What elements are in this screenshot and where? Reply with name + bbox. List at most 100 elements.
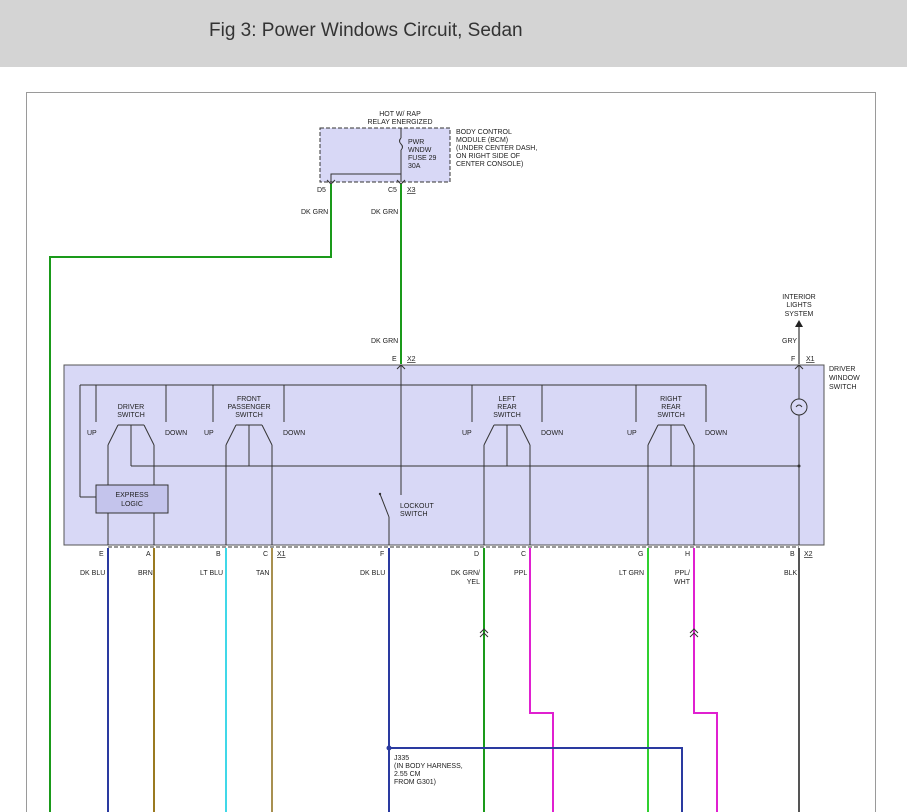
bottom-pin-b2: B [790,551,795,558]
conn-x1-top-label: X1 [806,356,815,363]
dws-box [63,364,825,546]
lamp-filament [795,404,803,408]
fp-switch-label-3: SWITCH [235,412,263,419]
wire-label-lt-grn: LT GRN [619,570,644,577]
splice-label-4: FROM G301) [394,779,436,786]
rr-switch-label-1: RIGHT [660,396,683,403]
bcm-desc-4: ON RIGHT SIDE OF [456,153,520,160]
lr-switch-label-2: REAR [497,404,516,411]
bcm-internal-d5 [330,173,401,182]
driver-switch: DRIVER SWITCH UP DOWN [79,385,187,498]
bcm-box [319,127,451,183]
wire-ppl [529,548,554,812]
dws-top-wire-label: DK GRN [371,338,398,345]
pin-d5-label: D5 [317,187,326,194]
wire-label-tan: TAN [256,570,269,577]
bottom-pin-e: E [99,551,104,558]
bcm-wire-left-label: DK GRN [301,209,328,216]
bottom-conn-x2: X2 [804,551,813,558]
driver-switch-label-1: DRIVER [118,404,144,411]
lockout-label-1: LOCKOUT [400,503,435,510]
driver-up-label: UP [87,430,97,437]
inline-connector-pplwht-icon [689,628,699,638]
bcm-desc-5: CENTER CONSOLE) [456,161,523,168]
bottom-pin-d: D [474,551,479,558]
fp-down-label: DOWN [283,430,305,437]
fp-switch-label-2: PASSENGER [227,404,270,411]
rr-up-label: UP [627,430,637,437]
dws-label-2: WINDOW [829,375,860,382]
bottom-conn-x1: X1 [277,551,286,558]
interior-arrow-icon [795,320,803,327]
bcm-desc-1: BODY CONTROL [456,129,512,136]
rr-switch-label-2: REAR [661,404,680,411]
bottom-pin-c2: C [521,551,526,558]
lr-up-label: UP [462,430,472,437]
express-logic-box [95,484,169,514]
wire-label-ppl-wht-1: PPL/ [675,570,690,577]
fp-switch-label-1: FRONT [237,396,262,403]
bcm-desc-3: (UNDER CENTER DASH, [456,145,537,152]
bottom-pin-b: B [216,551,221,558]
interior-label-2: LIGHTS [786,302,812,309]
wire-ppl-wht [693,548,718,812]
lr-down-label: DOWN [541,430,563,437]
splice-label-2: (IN BODY HARNESS, [394,763,463,770]
interior-label-1: INTERIOR [782,294,815,301]
pin-f-top-label: F [791,356,795,363]
rr-switch-label-3: SWITCH [657,412,685,419]
rr-down-label: DOWN [705,430,727,437]
fuse-symbol [399,137,403,151]
lr-switch-label-3: SWITCH [493,412,521,419]
fp-up-label: UP [204,430,214,437]
wire-label-dk-blu-e: DK BLU [80,570,105,577]
figure-title: Fig 3: Power Windows Circuit, Sedan [209,20,523,41]
pin-e-top-label: E [392,356,397,363]
bottom-pin-f: F [380,551,384,558]
figure-header: Fig 3: Power Windows Circuit, Sedan [0,0,907,67]
bottom-pin-a: A [146,551,151,558]
splice-label-3: 2.55 CM [394,771,421,778]
interior-wire-label: GRY [782,338,797,345]
wire-label-lt-blu: LT BLU [200,570,223,577]
conn-x2-top-label: X2 [407,356,416,363]
lockout-label-2: SWITCH [400,511,428,518]
conn-x3-label: X3 [407,187,416,194]
lamp-icon [790,398,808,416]
dws-label-3: SWITCH [829,384,857,391]
wire-label-brn: BRN [138,570,153,577]
junction-dot [797,464,801,468]
fuse-label-4: 30A [408,163,421,170]
fuse-label-2: WNDW [408,147,432,154]
bottom-pin-h: H [685,551,690,558]
wire-label-dk-grn-yel-1: DK GRN/ [451,570,480,577]
driver-down-label: DOWN [165,430,187,437]
wire-dk-blu-splice [389,747,683,812]
pin-c5-label: C5 [388,187,397,194]
dws-label-1: DRIVER [829,366,855,373]
fuse-label-1: PWR [408,139,424,146]
front-passenger-switch: FRONT PASSENGER SWITCH UP DOWN [204,385,305,545]
bcm-top-label-1: HOT W/ RAP [379,111,421,118]
bcm-desc-2: MODULE (BCM) [456,137,508,144]
lockout-switch: LOCKOUT SWITCH [378,492,435,545]
wire-label-dk-grn-yel-2: YEL [467,579,480,586]
wire-dk-grn-d5 [49,184,332,812]
bottom-pin-c1: C [263,551,268,558]
bcm-top-label-2: RELAY ENERGIZED [367,119,432,126]
lr-switch-label-1: LEFT [498,396,516,403]
wire-label-ppl-wht-2: WHT [674,579,691,586]
bcm-wire-right-label: DK GRN [371,209,398,216]
wire-label-blk: BLK [784,570,798,577]
diagram-frame [26,92,876,812]
bottom-pin-g: G [638,551,643,558]
left-rear-switch: LEFT REAR SWITCH UP DOWN [462,385,563,545]
wire-label-ppl: PPL [514,570,527,577]
splice-j335-dot [386,745,392,751]
express-logic-label-1: EXPRESS [115,492,148,499]
inline-connector-dkgrn-icon [479,628,489,638]
express-logic-label-2: LOGIC [121,501,143,508]
wire-label-dk-blu-f: DK BLU [360,570,385,577]
splice-label-1: J335 [394,755,409,762]
